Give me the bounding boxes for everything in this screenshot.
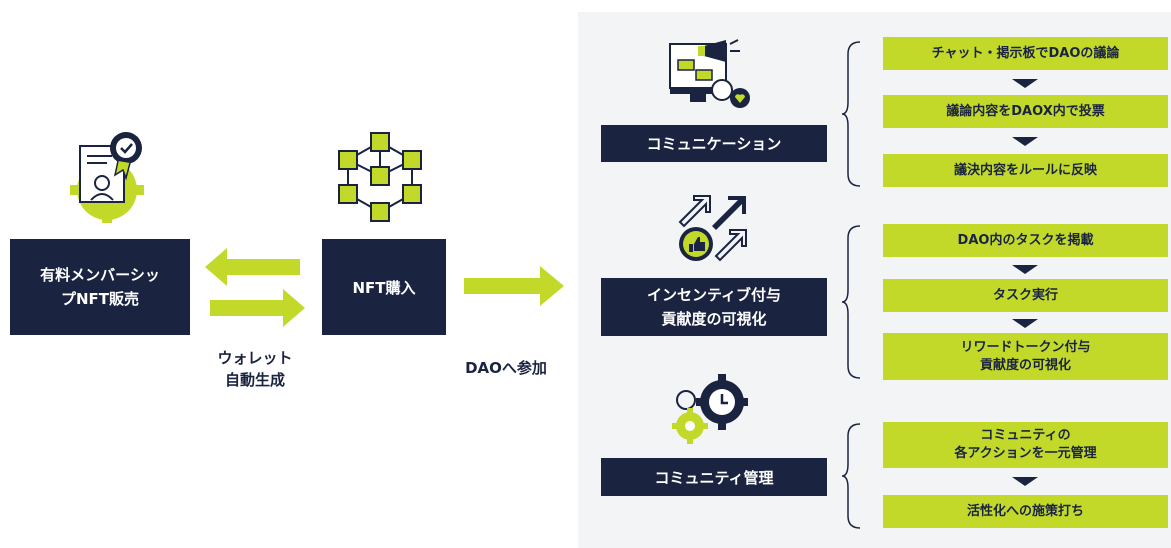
- communication-monitor-icon: [669, 39, 750, 108]
- brace-communication: [841, 41, 861, 187]
- step-3-2: 活性化への施策打ち: [883, 495, 1168, 528]
- section-title-community: コミュニティ管理: [601, 458, 827, 496]
- blockchain-cubes-icon: [338, 132, 422, 222]
- brace-community: [841, 423, 861, 529]
- exchange-arrows-icon: [205, 248, 305, 327]
- step-2-3: リワードトークン付与 貢献度の可視化: [883, 333, 1168, 380]
- step-1-3: 議決内容をルールに反映: [883, 154, 1168, 187]
- down-arrow-icon: [1012, 319, 1038, 328]
- step-1-2: 議論内容をDAOX内で投票: [883, 95, 1168, 128]
- step-3-1: コミュニティの 各アクションを一元管理: [883, 422, 1168, 468]
- join-arrow-icon: [464, 266, 564, 306]
- down-arrow-icon: [1012, 79, 1038, 88]
- certificate-gear-icon: [70, 132, 144, 223]
- section-title-incentive: インセンティブ付与 貢献度の可視化: [601, 278, 827, 336]
- step-2-1: DAO内のタスクを掲載: [883, 224, 1168, 257]
- step-2-2: タスク実行: [883, 279, 1168, 312]
- down-arrow-icon: [1012, 265, 1038, 274]
- wallet-label: ウォレット 自動生成: [217, 349, 293, 389]
- brace-incentive: [841, 225, 861, 379]
- dao-join-label: DAOへ参加: [465, 359, 547, 377]
- community-gears-icon: [672, 374, 748, 444]
- incentive-arrows-icon: [678, 195, 747, 262]
- down-arrow-icon: [1012, 137, 1038, 146]
- nft-purchase-box: NFT購入: [322, 239, 446, 335]
- down-arrow-icon: [1012, 477, 1038, 486]
- section-title-communication: コミュニケーション: [601, 125, 827, 162]
- membership-nft-box: 有料メンバーシッ プNFT販売: [10, 239, 190, 335]
- step-1-1: チャット・掲示板でDAOの議論: [883, 37, 1168, 70]
